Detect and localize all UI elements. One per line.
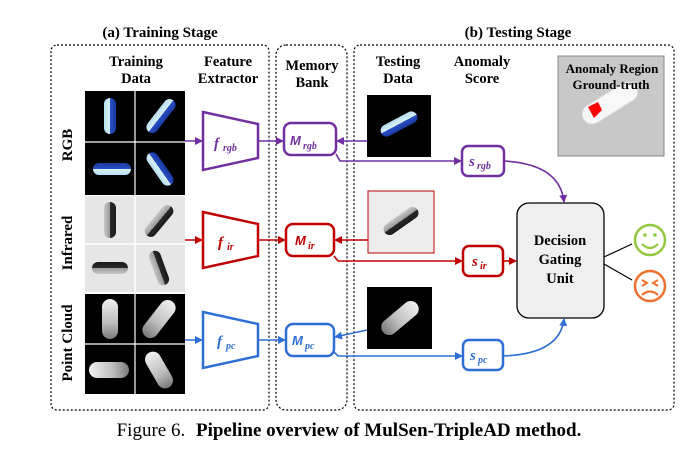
caption-title: Pipeline overview of MulSen-TripleAD met… <box>196 420 581 441</box>
extractor-ir-label: f <box>218 235 225 251</box>
happy-face-icon <box>633 223 667 257</box>
figure-caption: Figure 6. Pipeline overview of MulSen-Tr… <box>117 420 582 441</box>
decision-unit-line1: Decision <box>534 233 586 249</box>
testing-image-infrared <box>367 190 435 254</box>
anomaly-score-header-1: Anomaly <box>454 54 511 70</box>
feature-extractor-pc <box>201 310 260 370</box>
sad-face-icon <box>633 269 667 303</box>
extractor-rgb-label: f <box>214 136 221 152</box>
arrow-decision-to-sad <box>603 263 633 281</box>
memory-bank-header-1: Memory <box>285 58 339 74</box>
arrow-decision-to-happy <box>603 243 633 258</box>
training-images-rgb <box>85 91 185 195</box>
decision-unit-line3: Unit <box>546 271 574 287</box>
extractor-ir-sub: ir <box>227 242 234 253</box>
feature-extractor-header-2: Extractor <box>198 71 259 87</box>
training-data-header-1: Training <box>109 54 163 70</box>
feature-extractor-ir <box>201 210 260 270</box>
score-pc-sub: pc <box>477 355 488 366</box>
score-box-pc <box>461 338 505 372</box>
memory-pc-sub: pc <box>304 341 315 352</box>
extractor-pc-label: f <box>217 334 224 350</box>
memory-rgb-label: M <box>290 133 302 148</box>
training-stage-box <box>50 44 270 411</box>
score-ir-label: s <box>471 254 478 270</box>
row-label-rgb: RGB <box>60 129 76 162</box>
feature-extractor-header-1: Feature <box>204 54 253 70</box>
anomaly-score-header-2: Score <box>465 71 500 87</box>
training-images-point-cloud <box>85 294 185 394</box>
testing-data-header-2: Data <box>383 71 414 87</box>
arrow-ir-memory-to-score <box>333 255 463 265</box>
memory-bank-pc <box>284 322 336 358</box>
arrow-pc-score-to-decision <box>502 318 568 357</box>
score-ir-sub: ir <box>480 261 487 272</box>
testing-stage-box <box>353 44 675 411</box>
ground-truth-label-2: Ground-truth <box>572 77 650 92</box>
score-rgb-label: s <box>468 154 475 170</box>
memory-rgb-sub: rgb <box>303 141 317 152</box>
training-data-header-2: Data <box>121 71 152 87</box>
training-stage-header: (a) Training Stage <box>102 25 218 41</box>
memory-ir-label: M <box>295 233 307 248</box>
testing-stage-header: (b) Testing Stage <box>465 25 572 41</box>
score-pc-label: s <box>469 348 476 364</box>
decision-gating-unit <box>516 202 605 319</box>
extractor-rgb-sub: rgb <box>223 143 237 154</box>
extractor-pc-sub: pc <box>225 341 236 352</box>
arrow-rgb-score-to-decision <box>503 160 568 203</box>
arrow-rgb-memory-to-score <box>335 153 462 165</box>
row-label-infrared: Infrared <box>60 215 76 270</box>
decision-unit-line2: Gating <box>539 252 582 268</box>
arrow-pc-memory-to-score <box>333 351 463 360</box>
memory-bank-box <box>275 44 348 411</box>
ground-truth-label-1: Anomaly Region <box>566 61 660 76</box>
arrow-pc-test-to-memory <box>334 329 368 340</box>
score-rgb-sub: rgb <box>477 161 491 172</box>
memory-ir-sub: ir <box>308 241 315 252</box>
memory-pc-label: M <box>292 333 304 348</box>
row-label-point-cloud: Point Cloud <box>60 304 76 382</box>
testing-image-rgb <box>367 95 431 157</box>
ground-truth-panel <box>557 55 665 157</box>
testing-image-point-cloud <box>367 287 432 349</box>
memory-bank-header-2: Bank <box>295 75 329 91</box>
testing-data-header-1: Testing <box>376 54 421 70</box>
feature-extractor-rgb <box>201 110 260 172</box>
caption-prefix: Figure 6. <box>117 420 186 441</box>
training-images-infrared <box>85 196 185 292</box>
